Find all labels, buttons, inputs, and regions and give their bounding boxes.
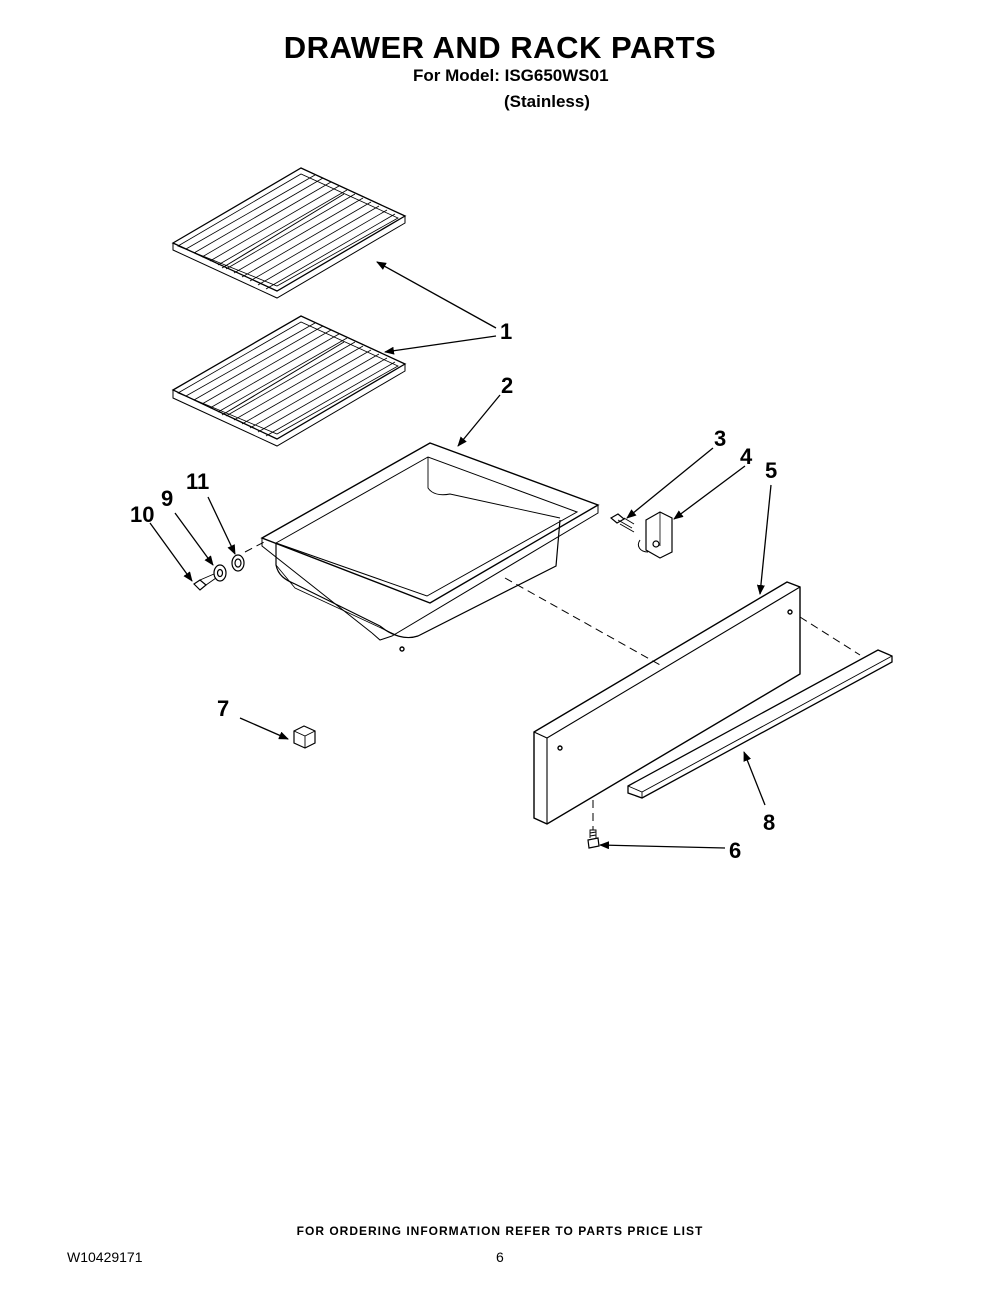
- leader-5: [756, 484, 772, 595]
- callout-10: 10: [130, 502, 154, 527]
- leader-arrows: [149, 261, 772, 850]
- callout-6: 6: [729, 838, 741, 863]
- document-number: W10429171: [67, 1249, 143, 1265]
- leader-4: [673, 465, 746, 520]
- callout-2: 2: [501, 373, 513, 398]
- ordering-note: FOR ORDERING INFORMATION REFER TO PARTS …: [296, 1224, 704, 1238]
- nut-part-7: [293, 725, 316, 749]
- oven-rack-lower: [171, 315, 407, 447]
- callout-4: 4: [740, 444, 753, 469]
- finish-line: (Stainless): [504, 92, 590, 111]
- leader-1-upper: [376, 261, 497, 329]
- page-number: 6: [496, 1249, 504, 1265]
- leader-1-lower: [384, 335, 497, 355]
- screw-part-3: [609, 513, 635, 533]
- callout-3: 3: [714, 426, 726, 451]
- leader-8: [743, 751, 766, 806]
- callout-11: 11: [186, 469, 209, 494]
- leader-10: [149, 522, 193, 582]
- callout-8: 8: [763, 810, 775, 835]
- leader-6: [599, 841, 726, 850]
- leader-9: [174, 512, 214, 566]
- callout-1: 1: [500, 319, 512, 344]
- drawer-handle: [627, 649, 893, 799]
- callout-7: 7: [217, 696, 229, 721]
- drawer-bracket: [637, 511, 673, 559]
- leader-2: [457, 394, 501, 447]
- leader-11: [207, 496, 236, 555]
- leader-3: [626, 447, 714, 519]
- callout-5: 5: [765, 458, 777, 483]
- model-line: For Model: ISG650WS01: [413, 66, 609, 85]
- assembly-guide-lines: [244, 539, 861, 830]
- callout-9: 9: [161, 486, 173, 511]
- leader-7: [239, 717, 289, 740]
- screw-part-6: [587, 829, 600, 849]
- drawer-front-panel: [533, 581, 801, 825]
- oven-rack-upper: [171, 167, 407, 299]
- roller-assembly: [193, 554, 245, 591]
- drawer-pan: [260, 442, 600, 652]
- page-title: DRAWER AND RACK PARTS: [283, 30, 717, 65]
